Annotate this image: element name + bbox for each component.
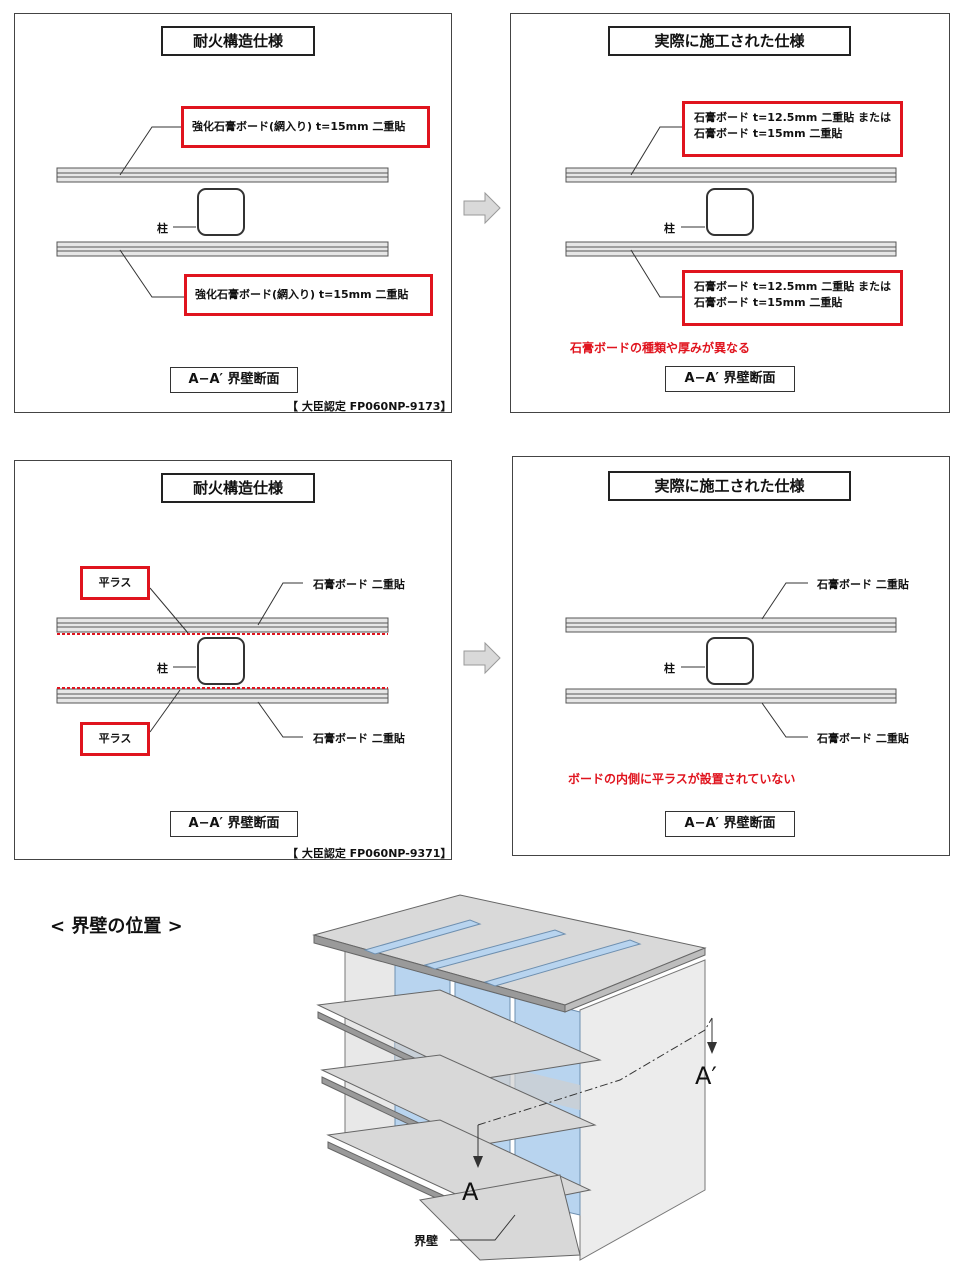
- top-left-column-label: 柱: [157, 222, 168, 235]
- middle-right-title: 実際に施工された仕様: [608, 471, 851, 501]
- section-label-a-prime: A′: [695, 1062, 717, 1090]
- board-upper-line1: 石膏ボード t=12.5mm 二重貼 または: [694, 111, 892, 124]
- middle-right-note: ボードの内側に平ラスが設置されていない: [568, 772, 796, 786]
- middle-left-lath-lower: 平ラス: [80, 722, 150, 756]
- top-left-section-label: A−A′ 界壁断面: [170, 367, 298, 393]
- arrow-down-icon: [707, 1042, 717, 1054]
- top-left-cert: 【 大臣認定 FP060NP-9173】: [287, 400, 452, 413]
- top-right-column-label: 柱: [664, 222, 675, 235]
- board-upper-line2: 石膏ボード t=15mm 二重貼: [694, 127, 843, 140]
- section-label-a: A: [462, 1178, 479, 1206]
- top-right-section-label: A−A′ 界壁断面: [665, 366, 795, 392]
- top-right-title: 実際に施工された仕様: [608, 26, 851, 56]
- middle-left-lath-upper: 平ラス: [80, 566, 150, 600]
- middle-left-title: 耐火構造仕様: [161, 473, 315, 503]
- middle-right-board-lower: 石膏ボード 二重貼: [817, 732, 909, 745]
- middle-right-section-label: A−A′ 界壁断面: [665, 811, 795, 837]
- lower-board: [56, 241, 389, 257]
- upper-board: [56, 167, 389, 183]
- wall-label: 界壁: [414, 1234, 439, 1248]
- top-right-board-upper-label: 石膏ボード t=12.5mm 二重貼 または 石膏ボード t=15mm 二重貼: [682, 101, 903, 157]
- top-left-board-upper-label: 強化石膏ボード(網入り) t=15mm 二重貼: [181, 106, 430, 148]
- top-left-board-lower-label: 強化石膏ボード(網入り) t=15mm 二重貼: [184, 274, 433, 316]
- location-title: < 界壁の位置 >: [50, 916, 183, 937]
- top-right-note: 石膏ボードの種類や厚みが異なる: [570, 341, 751, 355]
- middle-right-board-upper: 石膏ボード 二重貼: [817, 578, 909, 591]
- board-lower-line2: 石膏ボード t=15mm 二重貼: [694, 296, 843, 309]
- top-right-board-lower-label: 石膏ボード t=12.5mm 二重貼 または 石膏ボード t=15mm 二重貼: [682, 270, 903, 326]
- middle-left-board-lower: 石膏ボード 二重貼: [313, 732, 405, 745]
- middle-left-column-label: 柱: [157, 662, 168, 675]
- top-left-title: 耐火構造仕様: [161, 26, 315, 56]
- middle-right-column-label: 柱: [664, 662, 675, 675]
- section-line: [477, 1017, 713, 1126]
- middle-left-cert: 【 大臣認定 FP060NP-9371】: [287, 847, 452, 860]
- column-shape: [197, 188, 245, 236]
- board-lower-line1: 石膏ボード t=12.5mm 二重貼 または: [694, 280, 892, 293]
- middle-left-board-upper: 石膏ボード 二重貼: [313, 578, 405, 591]
- arrow-down-icon: [473, 1156, 483, 1168]
- middle-left-section-label: A−A′ 界壁断面: [170, 811, 298, 837]
